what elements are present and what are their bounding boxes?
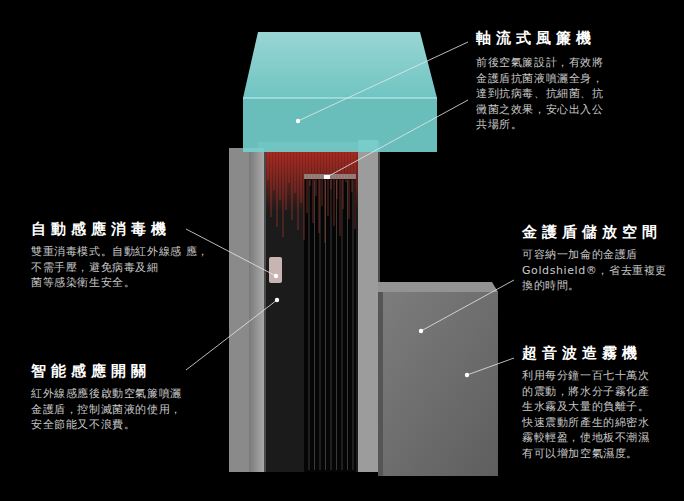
callout-heading: 軸流式風簾機	[476, 29, 596, 47]
curtain-line	[289, 152, 290, 183]
curtain-line	[271, 152, 272, 217]
curtain-lines	[268, 152, 355, 470]
roof-top	[243, 32, 437, 98]
callout-heading: 智能感應開關	[31, 362, 151, 380]
leader-dot	[419, 329, 423, 333]
callout-body: 紅外線感應後啟動空氣簾噴灑 金護盾，控制滅菌液的使用， 安全節能又不浪費。	[31, 386, 216, 433]
curtain-line	[343, 152, 344, 209]
curtain-line	[301, 152, 302, 203]
right-pillar	[358, 140, 378, 472]
leader-dot	[296, 119, 300, 123]
curtain-line	[268, 152, 269, 180]
curtain-line	[340, 152, 341, 236]
leader-dot	[465, 373, 469, 377]
curtain-line	[314, 180, 315, 470]
curtain-line	[322, 152, 323, 206]
callout-heading: 超音波造霧機	[522, 344, 642, 362]
curtain-line	[331, 180, 332, 470]
callout-body: 雙重消毒模式。自動紅外線感 應，不需手壓，避免病毒及細 菌等感染衛生安全。	[31, 244, 216, 291]
inner-wall	[266, 150, 358, 472]
curtain-line	[334, 152, 335, 226]
leader-dot	[324, 175, 330, 179]
curtain-line	[328, 152, 329, 216]
curtain-line	[295, 152, 296, 193]
curtain-line	[336, 180, 337, 470]
left-pillar-side	[249, 148, 264, 472]
curtain-line	[274, 152, 275, 190]
curtain-line	[347, 180, 348, 470]
roof-front	[243, 98, 437, 152]
curtain-line	[342, 180, 343, 470]
callout-body: 利用每分鐘一百七十萬次 的震動，將水分子霧化產 生水霧及大量的負離子。 快速震動…	[522, 368, 677, 461]
curtain-line	[304, 152, 305, 240]
curtain-line	[298, 152, 299, 230]
leader-line	[186, 300, 277, 370]
curtain-line	[292, 152, 293, 220]
curtain-line	[280, 152, 281, 200]
doorway	[304, 178, 356, 472]
curtain-line	[286, 152, 287, 210]
callout-body: 前後空氣簾設計，有效將 金護盾抗菌液噴灑全身， 達到抗病毒、抗細菌、抗 黴菌之效…	[476, 55, 641, 133]
leader-lines	[186, 42, 514, 375]
cabinet-top	[378, 282, 498, 292]
curtain-line	[355, 152, 356, 229]
cabinet-edge	[378, 292, 383, 476]
door-bar	[304, 174, 356, 179]
curtain-line	[325, 180, 326, 470]
curtain-line	[349, 152, 350, 219]
curtain-line	[310, 152, 311, 186]
curtain-line	[283, 152, 284, 237]
leader-dots	[274, 119, 469, 377]
sensor	[269, 257, 282, 283]
curtain-line	[320, 180, 321, 470]
curtain-line	[316, 152, 317, 196]
leader-dot	[274, 274, 278, 278]
curtain-line	[309, 180, 310, 470]
leader-line	[298, 42, 468, 121]
left-pillar	[229, 148, 249, 472]
curtain-line	[277, 152, 278, 227]
curtain-line	[307, 152, 308, 213]
leader-line	[421, 280, 514, 331]
leader-line	[467, 358, 514, 375]
curtain-line	[313, 152, 314, 223]
curtain-line	[319, 152, 320, 233]
curtain-line	[353, 180, 354, 470]
roof-edge	[243, 98, 437, 99]
callout-heading: 自動感應消毒機	[31, 220, 171, 238]
leader-line	[327, 100, 468, 177]
curtain-line	[352, 152, 353, 192]
leader-dot	[275, 298, 279, 302]
callout-body: 可容納一加侖的金護盾 Goldshield®，省去重複更 換的時間。	[522, 247, 677, 294]
callout-heading: 金護盾儲放空間	[522, 223, 662, 241]
cabinet	[378, 292, 498, 476]
